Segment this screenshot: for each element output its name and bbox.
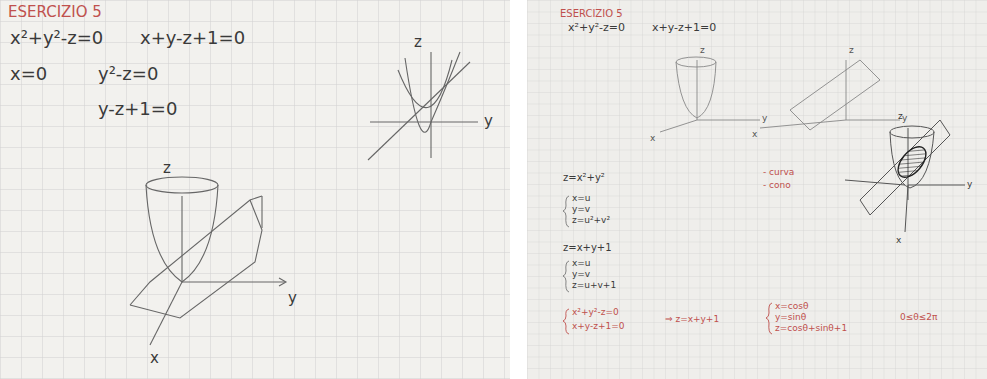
- formula-text: y²-z=0: [98, 64, 158, 84]
- axis-label: x: [752, 130, 757, 140]
- formula-text: y=sinθ: [775, 313, 806, 323]
- axis-label: z: [849, 46, 854, 56]
- note-text: - curva: [763, 168, 794, 178]
- exercise-title: ESERCIZIO 5: [8, 4, 102, 21]
- photo-left: [0, 0, 510, 379]
- parabola-sketch: [368, 52, 478, 160]
- grid-right: [527, 0, 987, 379]
- axis-label: y: [967, 180, 972, 190]
- axis-label: y: [288, 290, 297, 307]
- formula-text: x=u: [572, 194, 591, 204]
- formula-text: x+y-z+1=0: [572, 322, 625, 332]
- formula-text: x²+y²-z=0: [572, 308, 619, 318]
- axis-label: y: [762, 114, 767, 124]
- formula-text: z=u²+v²: [572, 216, 610, 226]
- exercise-title: ESERCIZIO 5: [560, 8, 623, 19]
- formula-text: z=x²+y²: [563, 172, 605, 183]
- axis-label: z: [898, 112, 903, 122]
- paraboloid-sketch: [660, 57, 760, 132]
- axis-label: x: [150, 350, 159, 367]
- axis-label: z: [700, 46, 705, 56]
- axis-label: z: [163, 160, 171, 177]
- note-text: - cono: [763, 181, 791, 191]
- grid-left: [0, 0, 510, 379]
- formula-text: x=u: [572, 259, 591, 269]
- plane-sketch: [760, 60, 900, 130]
- formula-text: y=v: [572, 205, 590, 215]
- formula-text: z=cosθ+sinθ+1: [775, 324, 847, 334]
- formula-text: x+y-z+1=0: [652, 22, 716, 34]
- system-brace: [563, 196, 772, 334]
- axis-label: z: [414, 34, 422, 51]
- formula-text: ⇒ z=x+y+1: [665, 315, 719, 325]
- formula-text: y-z+1=0: [98, 99, 177, 119]
- formula-text: x²+y²-z=0: [568, 22, 625, 34]
- axis-label: x: [896, 236, 901, 246]
- photo-right: [527, 0, 987, 379]
- paraboloid-sketch: [130, 177, 286, 345]
- formula-text: 0≤θ≤2π: [900, 313, 937, 323]
- axis-label: x: [650, 134, 655, 144]
- formula-text: y=v: [572, 270, 590, 280]
- formula-text: x²+y²-z=0: [10, 28, 103, 48]
- formula-text: x=cosθ: [775, 302, 809, 312]
- intersection-sketch: [845, 120, 965, 232]
- formula-text: z=u+v+1: [572, 281, 616, 291]
- axis-label: y: [902, 114, 907, 124]
- formula-text: x+y-z+1=0: [140, 28, 245, 48]
- formula-text: x=0: [10, 64, 47, 84]
- axis-label: y: [484, 113, 493, 130]
- formula-text: z=x+y+1: [563, 242, 612, 253]
